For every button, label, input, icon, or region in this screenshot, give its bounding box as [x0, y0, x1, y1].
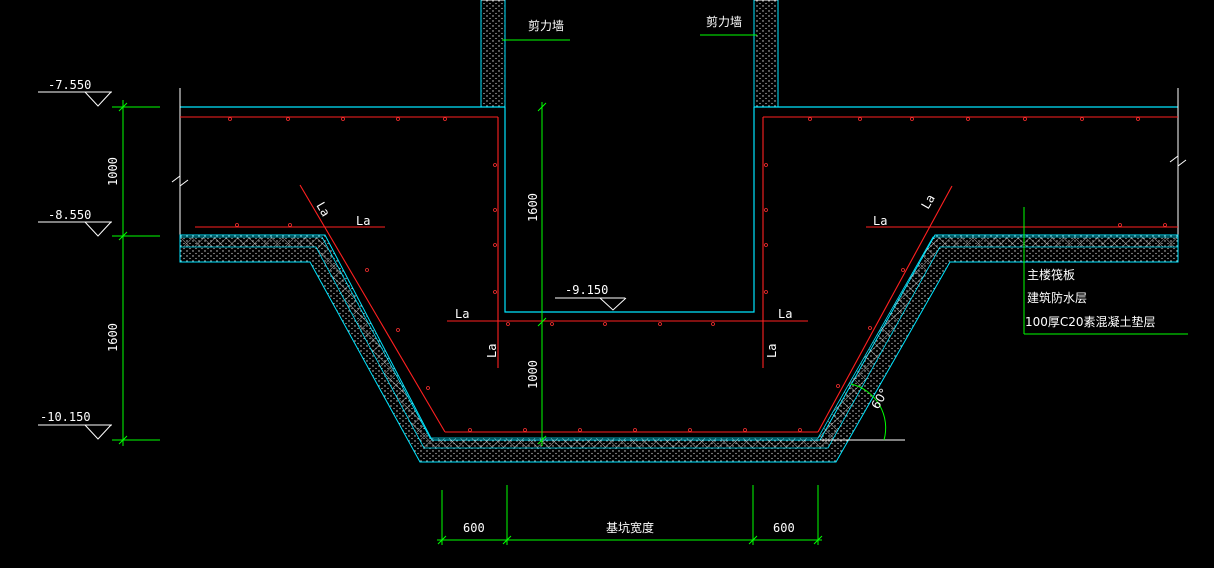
elevation-bottom: -10.150 [40, 410, 91, 424]
elevation-middle: -8.550 [48, 208, 91, 222]
raft-outline [171, 88, 1187, 313]
rebar-dots [228, 117, 1167, 432]
label-la-8: La [918, 192, 937, 212]
rebar [180, 116, 1178, 433]
elevation-top: -7.550 [48, 78, 91, 92]
label-shear-wall-right: 剪力墙 [706, 14, 742, 29]
dim-lower-left: 1600 [106, 323, 120, 352]
label-la-3: La [455, 307, 469, 321]
dim-right-offset: 600 [773, 521, 795, 535]
label-la-7: La [313, 200, 332, 220]
dim-pit-width: 基坑宽度 [606, 520, 654, 535]
dim-below-pit: 1000 [526, 360, 540, 389]
legend-line-1: 主楼筏板 [1027, 267, 1075, 282]
dim-upper-left: 1000 [106, 157, 120, 186]
angle-mark [820, 383, 905, 441]
label-la-1: La [356, 214, 370, 228]
dim-left-offset: 600 [463, 521, 485, 535]
label-shear-wall-left: 剪力墙 [528, 18, 564, 33]
label-la-5: La [485, 344, 499, 358]
label-la-2: La [873, 214, 887, 228]
elevation-marks [38, 91, 627, 440]
legend-line-2: 建筑防水层 [1027, 290, 1087, 305]
cushion-layer [179, 234, 1179, 463]
shear-wall-left [480, 0, 506, 108]
label-la-4: La [778, 307, 792, 321]
elevation-pit: -9.150 [565, 283, 608, 297]
shear-wall-right [753, 0, 779, 108]
label-la-6: La [765, 344, 779, 358]
dim-pit-depth: 1600 [526, 193, 540, 222]
dimension-lines [112, 34, 1188, 545]
legend-line-3: 100厚C20素混凝土垫层 [1025, 314, 1156, 329]
